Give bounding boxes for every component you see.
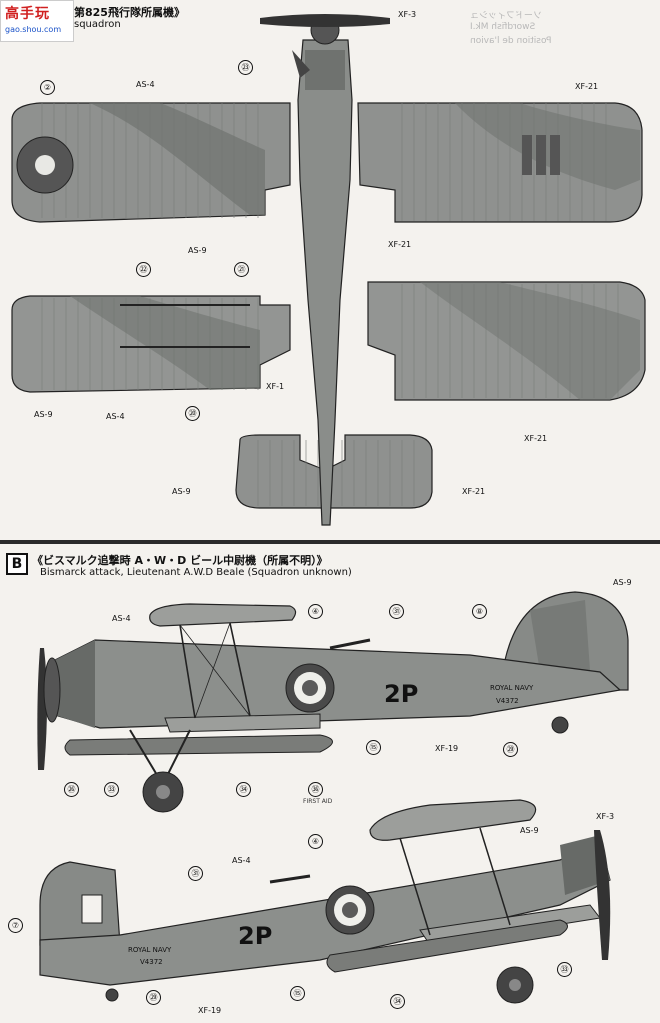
section-divider [0, 540, 660, 544]
callout-as9-mid: AS-9 [188, 246, 207, 255]
callout-xf21-tail: XF-21 [462, 487, 486, 496]
callout-xf3-top: XF-3 [398, 10, 417, 19]
callout-xf21-mid: XF-21 [388, 240, 412, 249]
callout-b-xf19: XF-19 [435, 744, 459, 753]
callout-b-num26: ㉖ [64, 782, 79, 797]
callout-num22: ㉒ [136, 262, 151, 277]
callout-b-num29: ㉙ [503, 742, 518, 757]
persp-code-letters: 2P [238, 922, 273, 950]
callout-xf21-top: XF-21 [575, 82, 599, 91]
callout-c-as9: AS-9 [520, 826, 539, 835]
callout-xf21-low: XF-21 [524, 434, 548, 443]
callout-num21: ㉑ [234, 262, 249, 277]
callout-num2: ② [40, 80, 55, 95]
persp-serial: V4372 [140, 958, 163, 966]
section-a-title-en: squadron [74, 19, 121, 30]
persp-royal-navy: ROYAL NAVY [128, 946, 172, 954]
callout-b-as9: AS-9 [613, 578, 632, 587]
side-royal-navy: ROYAL NAVY [490, 684, 534, 692]
callout-b-num36: ㊱ [308, 782, 323, 797]
callout-c-num4: ④ [308, 834, 323, 849]
section-b-title-jp: 《ビスマルク追撃時 A・W・D ビール中尉機（所属不明）》 [32, 554, 328, 567]
callout-xf1: XF-1 [266, 382, 285, 391]
top-view-drawing [11, 14, 646, 526]
callout-c-num29: ㉙ [146, 990, 161, 1005]
callout-num23: ㉓ [238, 60, 253, 75]
fuselage-top [297, 39, 353, 526]
callout-b-num33: ㉝ [104, 782, 119, 797]
side-serial: V4372 [496, 697, 519, 705]
callout-b-num31: ㉛ [389, 604, 404, 619]
side-code-letters: 2P [384, 680, 419, 708]
callout-as4-top: AS-4 [136, 80, 155, 89]
logo-text: 高手玩 [5, 6, 50, 22]
section-a-title-jp: 第825飛行隊所属機》 [74, 6, 185, 19]
callout-c-xf3: XF-3 [596, 812, 615, 821]
section-b-title-en: Bismarck attack, Lieutenant A.W.D Beale … [40, 567, 352, 578]
callout-as4-low: AS-4 [106, 412, 125, 421]
callout-c-as4: AS-4 [232, 856, 251, 865]
callout-b-num4: ④ [308, 604, 323, 619]
callout-num20: ⑳ [185, 406, 200, 421]
site-logo[interactable]: 高手玩 gao.shou.com [0, 0, 74, 42]
callout-c-num31: ㉛ [188, 866, 203, 881]
callout-c-num34: ㉞ [390, 994, 405, 1009]
callout-as9-tail: AS-9 [172, 487, 191, 496]
section-b-label: B [6, 553, 28, 575]
logo-url: gao.shou.com [5, 25, 62, 34]
side-view-aircraft [37, 591, 629, 813]
callout-b-num15: ⑮ [366, 740, 381, 755]
callout-as9-low: AS-9 [34, 410, 53, 419]
callout-b-num8: ⑧ [472, 604, 487, 619]
perspective-aircraft [39, 799, 611, 1004]
callout-b-as4: AS-4 [112, 614, 131, 623]
callout-c-num7: ⑦ [8, 918, 23, 933]
callout-c-xf19: XF-19 [198, 1006, 222, 1015]
first-aid-text: FIRST AID [303, 798, 333, 805]
callout-c-num15: ⑮ [290, 986, 305, 1001]
callout-b-num34: ㉞ [236, 782, 251, 797]
callout-c-num33: ㉝ [557, 962, 572, 977]
